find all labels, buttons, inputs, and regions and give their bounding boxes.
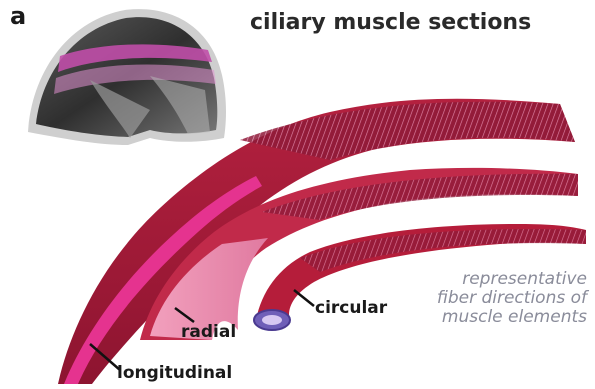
annotation-line: fiber directions of <box>437 289 587 308</box>
fiber-direction-annotation: representative fiber directions of muscl… <box>437 270 587 327</box>
label-circular: circular <box>315 298 387 318</box>
annotation-line: representative <box>437 270 587 289</box>
label-radial: radial <box>181 322 236 342</box>
annotation-line: muscle elements <box>437 308 587 327</box>
label-longitudinal: longitudinal <box>117 363 232 383</box>
panel-letter: a <box>10 2 26 30</box>
figure-title: ciliary muscle sections <box>250 10 531 35</box>
eye-shell-inset <box>28 9 226 145</box>
